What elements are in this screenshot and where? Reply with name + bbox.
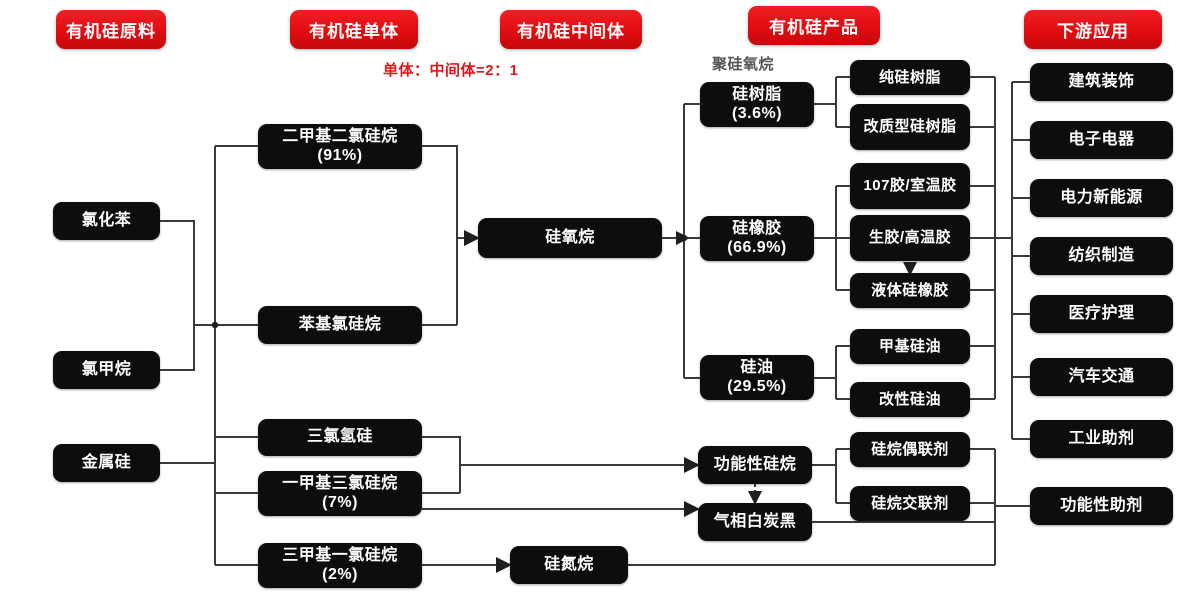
node-sub-liquid-silicone-rubber[interactable]: 液体硅橡胶 — [850, 273, 970, 308]
node-application-electronics[interactable]: 电子电器 — [1030, 121, 1173, 159]
node-label: 建筑装饰 — [1068, 72, 1135, 90]
node-label: 工业助剂 — [1068, 429, 1135, 447]
stage-header-raw-material: 有机硅原料 — [56, 10, 166, 49]
node-label: 107胶/室温胶 — [863, 177, 957, 195]
node-monomer-methyltrichlorosilane[interactable]: 一甲基三氯硅烷 (7%) — [258, 471, 422, 516]
node-label: 医疗护理 — [1068, 304, 1135, 322]
ratio-note: 单体：中间体=2：1 — [383, 62, 519, 79]
node-label: 功能性助剂 — [1060, 496, 1143, 514]
node-raw-metallic-silicon[interactable]: 金属硅 — [53, 444, 160, 482]
node-application-automotive-transport[interactable]: 汽车交通 — [1030, 358, 1173, 396]
node-intermediate-siloxane[interactable]: 硅氧烷 — [478, 218, 662, 258]
node-label: 硅橡胶 — [732, 220, 782, 238]
node-label: 液体硅橡胶 — [871, 281, 949, 299]
stage-header-label: 有机硅单体 — [309, 22, 399, 41]
node-label: 改质型硅树脂 — [863, 118, 957, 136]
stage-header-intermediate: 有机硅中间体 — [500, 10, 642, 49]
node-product-silicone-rubber[interactable]: 硅橡胶 (66.9%) — [700, 216, 814, 261]
node-label: 硅烷交联剂 — [871, 494, 949, 512]
node-label: 气相白炭黑 — [713, 512, 797, 530]
node-label: 纺织制造 — [1068, 246, 1135, 264]
stage-header-label: 有机硅原料 — [66, 22, 156, 41]
node-fumed-silica[interactable]: 气相白炭黑 — [698, 503, 812, 541]
node-label: 电子电器 — [1068, 130, 1135, 148]
node-share: (91%) — [317, 146, 363, 164]
stage-header-downstream: 下游应用 — [1024, 10, 1162, 49]
stage-header-label: 下游应用 — [1057, 22, 1129, 41]
node-sub-pure-silicone-resin[interactable]: 纯硅树脂 — [850, 60, 970, 95]
stage-header-product: 有机硅产品 — [748, 6, 880, 45]
node-monomer-trimethylchlorosilane[interactable]: 三甲基一氯硅烷 (2%) — [258, 543, 422, 588]
node-label: 硅烷偶联剂 — [871, 440, 949, 458]
stage-header-label: 有机硅产品 — [769, 18, 859, 37]
node-product-silicone-resin[interactable]: 硅树脂 (3.6%) — [700, 82, 814, 127]
node-sub-107-rtv-adhesive[interactable]: 107胶/室温胶 — [850, 163, 970, 209]
node-label: 改性硅油 — [878, 390, 941, 408]
node-label: 纯硅树脂 — [878, 68, 941, 86]
node-share: (66.9%) — [727, 238, 787, 256]
node-label: 三氯氢硅 — [306, 428, 373, 446]
node-label: 硅氮烷 — [544, 555, 594, 573]
node-share: (7%) — [322, 493, 358, 511]
node-application-functional-additives[interactable]: 功能性助剂 — [1030, 487, 1173, 525]
node-label: 氯甲烷 — [81, 360, 132, 378]
node-label: 电力新能源 — [1060, 188, 1143, 206]
node-share: (2%) — [322, 565, 358, 583]
node-intermediate-silazane[interactable]: 硅氮烷 — [510, 546, 628, 584]
node-application-textile-manufacturing[interactable]: 纺织制造 — [1030, 237, 1173, 275]
node-label: 硅氧烷 — [545, 228, 595, 246]
node-raw-chlorobenzene[interactable]: 氯化苯 — [53, 202, 160, 240]
node-share: (3.6%) — [731, 104, 783, 122]
stage-header-monomer: 有机硅单体 — [290, 10, 418, 49]
node-sub-modified-silicone-oil[interactable]: 改性硅油 — [850, 382, 970, 417]
node-label: 硅树脂 — [732, 86, 782, 104]
node-share: (29.5%) — [727, 377, 787, 395]
node-label: 甲基硅油 — [878, 337, 941, 355]
node-monomer-dimethyldichlorosilane[interactable]: 二甲基二氯硅烷 (91%) — [258, 124, 422, 169]
node-label: 苯基氯硅烷 — [298, 315, 382, 333]
node-label: 功能性硅烷 — [713, 455, 797, 473]
node-label: 金属硅 — [81, 453, 132, 471]
node-sub-raw-htv-rubber[interactable]: 生胶/高温胶 — [850, 215, 970, 261]
node-raw-methyl-chloride[interactable]: 氯甲烷 — [53, 351, 160, 389]
node-functional-silane[interactable]: 功能性硅烷 — [698, 446, 812, 484]
node-sub-modified-silicone-resin[interactable]: 改质型硅树脂 — [850, 104, 970, 150]
node-label: 硅油 — [740, 359, 774, 377]
stage-header-label: 有机硅中间体 — [517, 22, 625, 41]
node-sub-silane-crosslinker[interactable]: 硅烷交联剂 — [850, 486, 970, 521]
node-application-building-decoration[interactable]: 建筑装饰 — [1030, 63, 1173, 101]
node-monomer-phenylchlorosilane[interactable]: 苯基氯硅烷 — [258, 306, 422, 344]
polysiloxane-label: 聚硅氧烷 — [712, 56, 775, 73]
node-monomer-trichlorosilane[interactable]: 三氯氢硅 — [258, 419, 422, 456]
node-label: 二甲基二氯硅烷 — [282, 128, 398, 146]
node-sub-silane-coupling-agent[interactable]: 硅烷偶联剂 — [850, 432, 970, 467]
node-application-power-new-energy[interactable]: 电力新能源 — [1030, 179, 1173, 217]
node-application-medical-care[interactable]: 医疗护理 — [1030, 295, 1173, 333]
node-label: 氯化苯 — [81, 211, 132, 229]
node-label: 三甲基一氯硅烷 — [282, 547, 398, 565]
node-application-industrial-additives[interactable]: 工业助剂 — [1030, 420, 1173, 458]
node-label: 汽车交通 — [1068, 367, 1135, 385]
node-sub-methyl-silicone-oil[interactable]: 甲基硅油 — [850, 329, 970, 364]
node-label: 一甲基三氯硅烷 — [282, 475, 398, 493]
node-product-silicone-oil[interactable]: 硅油 (29.5%) — [700, 355, 814, 400]
node-label: 生胶/高温胶 — [868, 229, 952, 247]
